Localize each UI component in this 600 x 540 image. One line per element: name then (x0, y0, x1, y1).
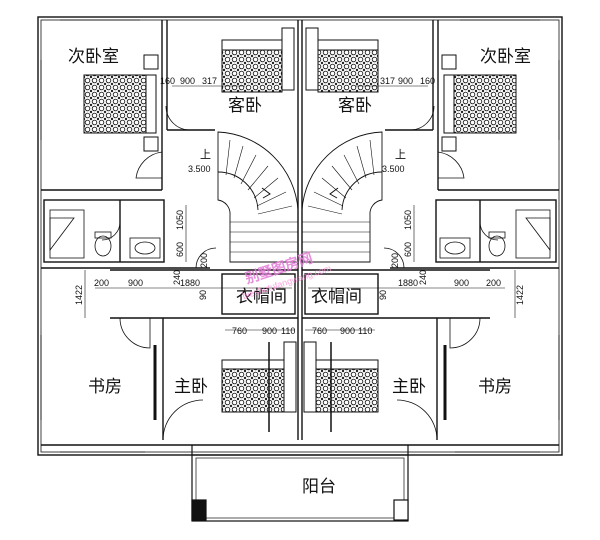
bed-guest-left (221, 27, 295, 93)
bed-second-right (441, 54, 517, 152)
room-label-wardrobe-left: 衣帽间 (236, 287, 287, 307)
room-label-study-right: 书房 (478, 377, 512, 397)
level-label-left: 3.500 (188, 164, 211, 174)
dimension-lines (84, 85, 516, 331)
room-label-second-bedroom-right: 次卧室 (480, 47, 531, 67)
dim-900-mid-right: 900 (454, 278, 469, 288)
dim-110-right: 110 (358, 326, 372, 336)
stair-up-label-right: 上 (395, 148, 406, 161)
dim-240-left: 240 (172, 270, 182, 285)
bed-master-left (221, 341, 297, 413)
dim-90-left: 90 (198, 290, 208, 300)
stairs (217, 131, 383, 263)
bath-fixtures (49, 209, 551, 259)
dim-160-right: 160 (420, 76, 435, 86)
dim-1880-left: 1880 (180, 278, 200, 288)
bed-second-left (83, 54, 159, 152)
dim-200-right: 200 (486, 278, 501, 288)
dim-200-mid-right: 200 (390, 253, 400, 268)
room-label-guest-bedroom-left: 客卧 (228, 96, 262, 116)
dim-1422-right: 1422 (515, 285, 525, 305)
dim-1422-left: 1422 (74, 285, 84, 305)
room-label-master-bedroom-left: 主卧 (174, 377, 208, 397)
dim-317-left: 317 (202, 76, 217, 86)
dim-1880-right: 1880 (398, 278, 418, 288)
bed-master-right (303, 341, 379, 413)
dim-600-right: 600 (403, 242, 413, 257)
stair-up-label-left: 上 (200, 148, 211, 161)
dim-760-left: 760 (232, 326, 247, 336)
dim-900-low-left: 900 (262, 326, 277, 336)
room-label-guest-bedroom-right: 客卧 (338, 96, 372, 116)
dim-160-left: 160 (160, 76, 175, 86)
dim-600-left: 600 (175, 242, 185, 257)
dim-317-right: 317 (380, 76, 395, 86)
bed-guest-right (305, 27, 379, 93)
room-label-study-left: 书房 (88, 377, 122, 397)
balcony (191, 445, 409, 522)
room-label-balcony: 阳台 (302, 477, 336, 497)
dim-900-upper-right: 900 (398, 76, 413, 86)
dim-200-left: 200 (94, 278, 109, 288)
dim-200-mid-left: 200 (199, 253, 209, 268)
dim-900-upper-left: 900 (180, 76, 195, 86)
beds (83, 27, 517, 413)
level-label-right: 3.500 (382, 164, 405, 174)
dim-900-mid-left: 900 (128, 278, 143, 288)
room-label-master-bedroom-right: 主卧 (392, 377, 426, 397)
dim-90-right: 90 (378, 290, 388, 300)
dim-110-left: 110 (281, 326, 295, 336)
room-label-second-bedroom-left: 次卧室 (68, 47, 119, 67)
room-label-wardrobe-right: 衣帽间 (311, 287, 362, 307)
dim-240-right: 240 (418, 270, 428, 285)
dim-760-right: 760 (312, 326, 327, 336)
walls (37, 16, 563, 456)
dim-1050-left: 1050 (175, 210, 185, 230)
doors (101, 105, 499, 441)
windows (37, 16, 563, 453)
dim-900-low-right: 900 (340, 326, 355, 336)
dim-1050-right: 1050 (403, 210, 413, 230)
